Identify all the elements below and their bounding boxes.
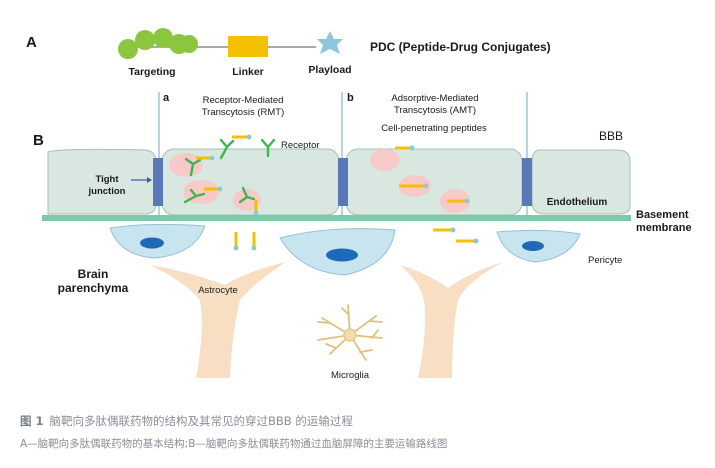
microglia-label: Microglia bbox=[331, 370, 370, 381]
endothelium-label: Endothelium bbox=[547, 197, 608, 208]
basement-membrane bbox=[42, 215, 631, 221]
figure-caption-line1: 图 1 脑靶向多肽偶联药物的结构及其常见的穿过BBB 的运输过程 bbox=[20, 413, 353, 429]
astrocyte-label: Astrocyte bbox=[198, 285, 238, 296]
rmt-title-line1: Receptor-Mediated bbox=[203, 95, 284, 106]
brain-line2: parenchyma bbox=[58, 281, 129, 295]
route-b-label: b bbox=[347, 92, 354, 104]
figure-title: 脑靶向多肽偶联药物的结构及其常见的穿过BBB 的运输过程 bbox=[49, 414, 353, 428]
playload-label: Playload bbox=[308, 64, 351, 76]
playload-star bbox=[317, 31, 343, 54]
targeting-label: Targeting bbox=[128, 66, 175, 78]
endothelial-cell-layer bbox=[47, 148, 631, 216]
panel-b-label: B bbox=[33, 132, 44, 149]
linker-block bbox=[228, 36, 268, 57]
astrocyte-cells bbox=[150, 262, 503, 378]
amt-title-line1: Adsorptive-Mediated bbox=[391, 93, 478, 104]
pericyte-cells bbox=[109, 223, 581, 276]
tight-junction-1 bbox=[153, 158, 163, 206]
figure-caption-line2: A—脑靶向多肽偶联药物的基本结构;B—脑靶向多肽偶联药物通过血脑屏障的主要运输路… bbox=[20, 438, 448, 450]
tight-junction-3 bbox=[522, 158, 532, 206]
pdc-title: PDC (Peptide-Drug Conjugates) bbox=[370, 40, 551, 54]
basement-line1: Basement bbox=[636, 209, 689, 221]
rmt-title-line2: Transcytosis (RMT) bbox=[202, 107, 285, 118]
receptor-icon bbox=[219, 138, 276, 160]
figure-number: 图 1 bbox=[20, 414, 44, 428]
cpp-label: Cell-penetrating peptides bbox=[381, 123, 487, 134]
tight-junction-line2: junction bbox=[88, 186, 126, 197]
amt-title-line2: Transcytosis (AMT) bbox=[394, 105, 476, 116]
tight-junction-2 bbox=[338, 158, 348, 206]
brain-line1: Brain bbox=[78, 267, 109, 281]
pericyte-label: Pericyte bbox=[588, 255, 622, 266]
pdc-bbb-diagram: A Targeting Linker Playload PDC (Peptide… bbox=[26, 28, 692, 381]
targeting-peptide-chain bbox=[118, 28, 228, 59]
bbb-label: BBB bbox=[599, 129, 623, 143]
basement-line2: membrane bbox=[636, 222, 692, 234]
route-a-label: a bbox=[163, 92, 170, 104]
tight-junction-line1: Tight bbox=[95, 174, 119, 185]
panel-a-label: A bbox=[26, 34, 37, 51]
rmt-vesicles bbox=[169, 153, 261, 211]
receptor-label: Receptor bbox=[281, 140, 320, 151]
linker-label: Linker bbox=[232, 66, 264, 78]
